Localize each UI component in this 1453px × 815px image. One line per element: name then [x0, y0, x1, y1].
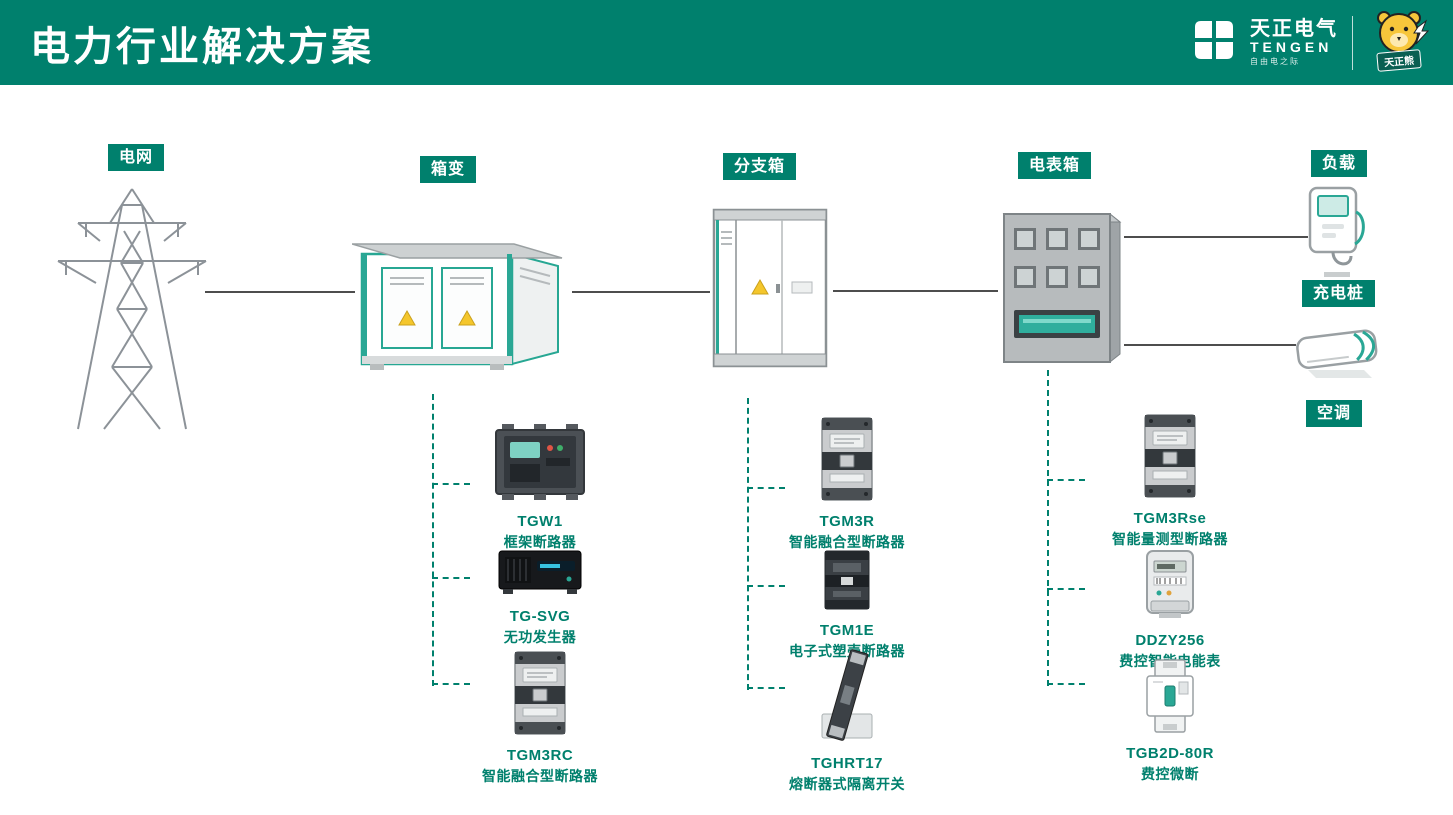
product-card-tgm3rc: TGM3RC 智能融合型断路器	[450, 650, 630, 786]
mascot-badge: 天正熊	[1367, 7, 1431, 79]
dashed-line-branch	[747, 398, 749, 690]
product-desc: 智能融合型断路器	[482, 768, 598, 784]
brand-latin-name: TENGEN	[1250, 39, 1333, 56]
brand-text: 天正电气 TENGEN 自由电之际	[1250, 18, 1338, 66]
product-model: TGW1	[517, 513, 563, 530]
product-desc: 熔断器式隔离开关	[789, 776, 905, 792]
product-desc: 费控微断	[1141, 766, 1199, 782]
dashed-line-substation	[432, 394, 434, 686]
node-label-substation: 箱变	[420, 156, 477, 184]
brand-name: 天正电气	[1250, 18, 1338, 41]
charging-pile-illustration	[1306, 186, 1368, 285]
product-image-tgm3rc	[507, 650, 573, 741]
dashed-stub	[747, 585, 785, 587]
product-model: TG-SVG	[509, 608, 571, 625]
dashed-stub	[747, 687, 785, 689]
product-model: TGHRT17	[811, 755, 883, 772]
product-desc: 电子式塑壳断路器	[789, 643, 905, 659]
dashed-stub	[432, 577, 470, 579]
product-image-ddzy256	[1143, 549, 1197, 626]
product-card-tgsvg: TG-SVG 无功发生器	[450, 547, 630, 647]
dashed-stub	[1047, 683, 1085, 685]
page-title: 电力行业解决方案	[30, 24, 374, 69]
meter-box-illustration	[996, 204, 1124, 377]
dashed-line-meter	[1047, 370, 1049, 686]
mascot-bear-icon	[1377, 10, 1429, 53]
product-model: TGM3RC	[506, 747, 574, 764]
connector-meter-ac	[1124, 344, 1296, 346]
dashed-stub	[1047, 588, 1085, 590]
product-image-tgsvg	[497, 547, 583, 602]
node-label-load: 负载	[1311, 150, 1368, 178]
node-label-branch-box: 分支箱	[723, 153, 797, 181]
connector-grid-substation	[205, 291, 355, 293]
dashed-stub	[432, 683, 470, 685]
connector-substation-branch	[572, 291, 710, 293]
brand-lockup: 天正电气 TENGEN 自由电之际 天正熊	[1192, 0, 1431, 85]
product-model: TGB2D-80R	[1126, 745, 1214, 762]
product-desc: 框架断路器	[503, 534, 577, 550]
node-label-grid: 电网	[108, 144, 165, 172]
node-label-charger: 充电桩	[1302, 280, 1376, 308]
node-label-ac: 空调	[1306, 400, 1363, 428]
dashed-stub	[1047, 479, 1085, 481]
product-desc: 智能量测型断路器	[1112, 531, 1228, 547]
product-model: TGM1E	[819, 622, 875, 639]
header-divider	[1352, 15, 1353, 70]
dashed-stub	[747, 487, 785, 489]
product-card-tgm1e: TGM1E 电子式塑壳断路器	[757, 549, 937, 661]
product-card-tghrt17: TGHRT17 熔断器式隔离开关	[757, 648, 937, 794]
connector-meter-charger	[1124, 236, 1308, 238]
node-label-meter-box: 电表箱	[1018, 152, 1092, 180]
product-model: DDZY256	[1135, 632, 1205, 649]
product-image-tgm1e	[819, 549, 875, 616]
product-model: TGM3R	[819, 513, 875, 530]
product-image-tgw1	[494, 424, 586, 507]
product-card-tgm3rse: TGM3Rse 智能量测型断路器	[1080, 413, 1260, 549]
product-image-tgb2d80r	[1141, 658, 1199, 739]
tengen-logo-icon	[1192, 18, 1236, 67]
dashed-stub	[432, 483, 470, 485]
product-image-tgm3r	[814, 416, 880, 507]
transmission-tower-illustration	[48, 183, 216, 438]
product-desc: 智能融合型断路器	[789, 534, 905, 550]
product-image-tghrt17	[816, 648, 878, 749]
product-card-tgm3r: TGM3R 智能融合型断路器	[757, 416, 937, 552]
connector-branch-meter	[833, 290, 998, 292]
box-substation-illustration	[351, 198, 570, 385]
branch-box-illustration	[708, 202, 832, 383]
product-card-tgb2d80r: TGB2D-80R 费控微断	[1080, 658, 1260, 784]
product-card-ddzy256: DDZY256 费控智能电能表	[1080, 549, 1260, 671]
product-card-tgw1: TGW1 框架断路器	[450, 424, 630, 552]
brand-tagline: 自由电之际	[1250, 56, 1300, 66]
product-desc: 无功发生器	[503, 629, 577, 645]
product-image-tgm3rse	[1137, 413, 1203, 504]
product-model: TGM3Rse	[1133, 510, 1207, 527]
header-bar: 电力行业解决方案 天正电气 TENGEN 自由电之际	[0, 0, 1453, 85]
air-conditioner-illustration	[1294, 320, 1384, 387]
mascot-name-ribbon: 天正熊	[1376, 48, 1422, 72]
